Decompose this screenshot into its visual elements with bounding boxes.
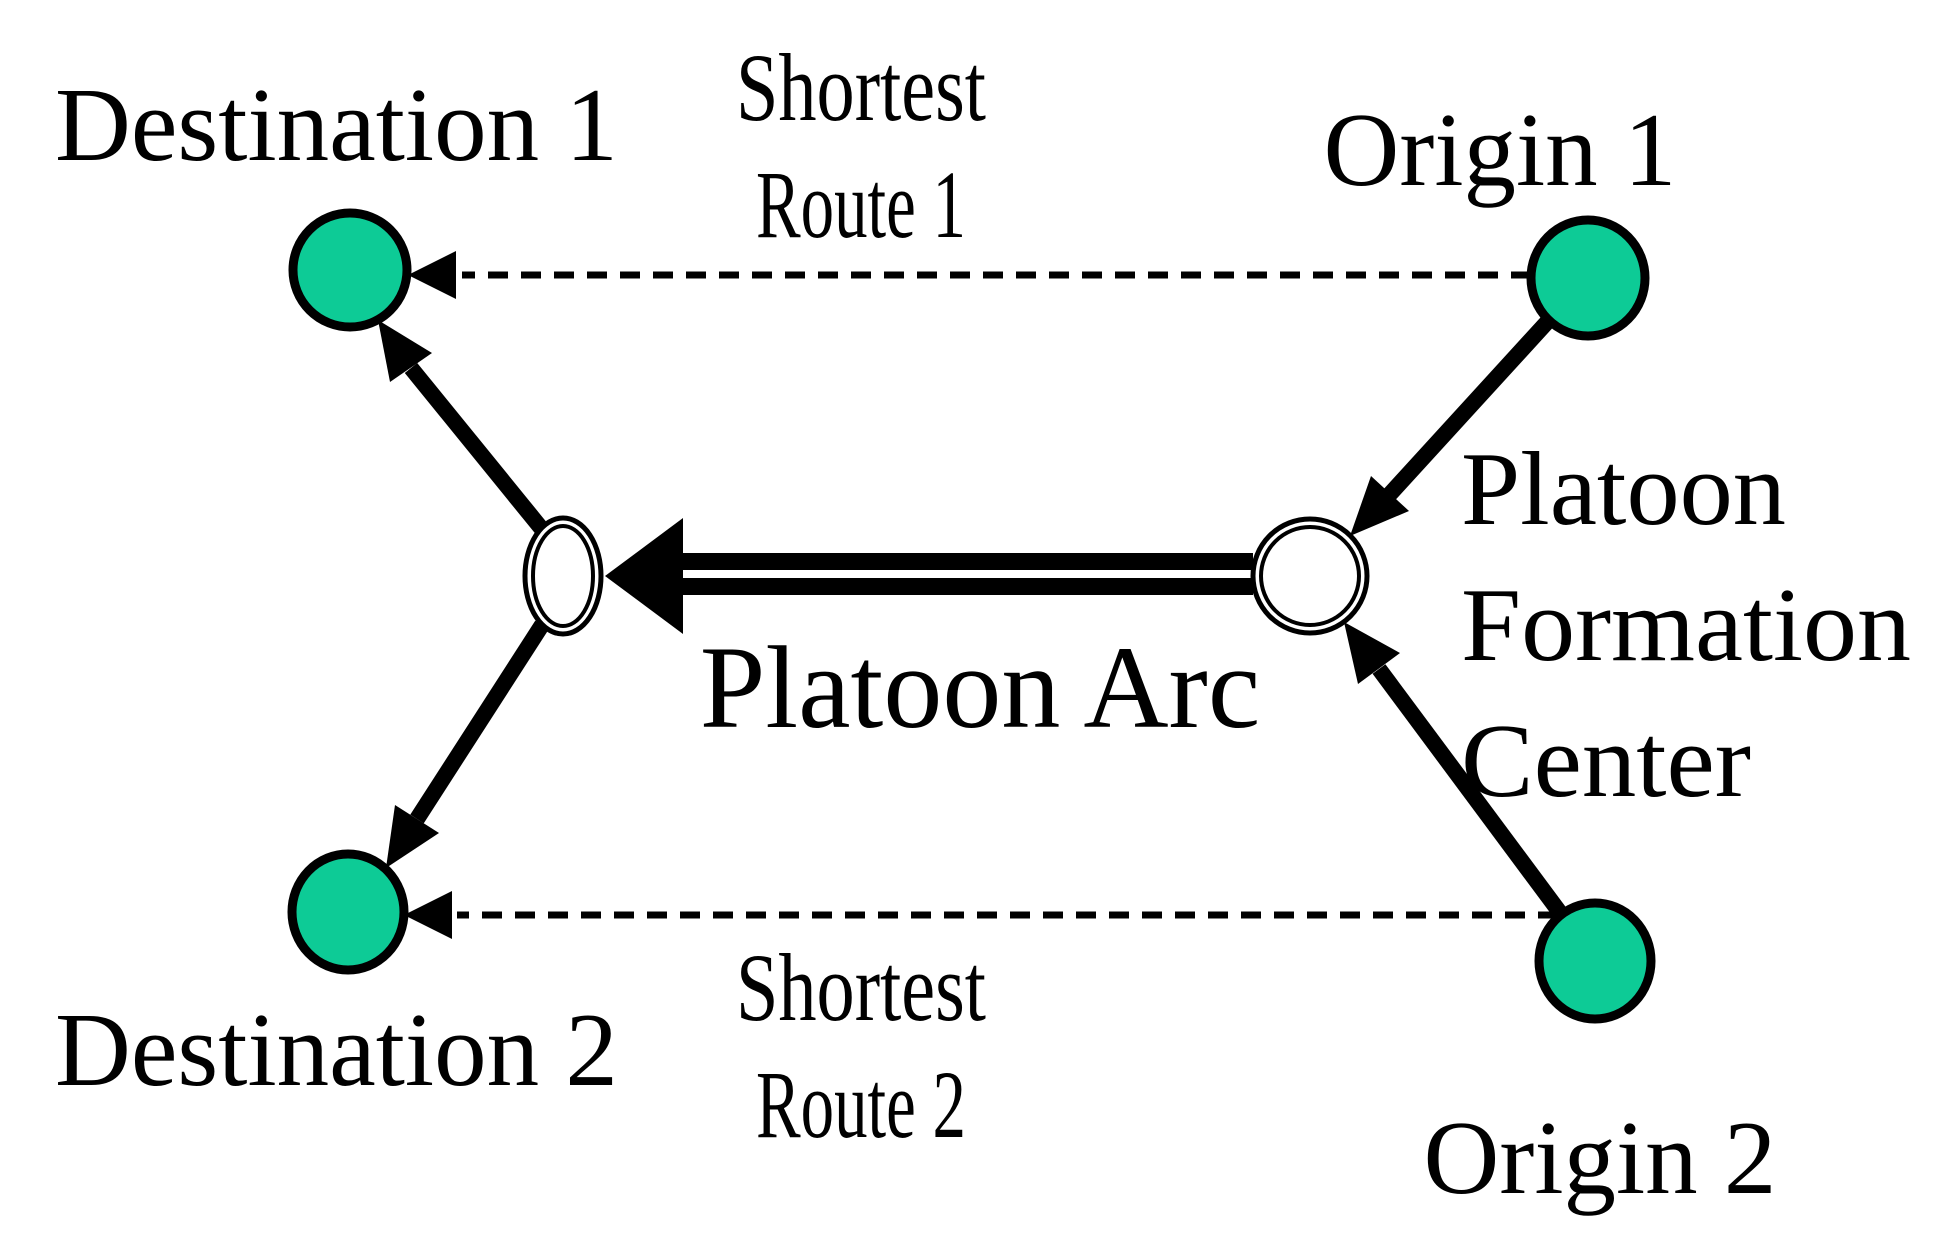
shortest-route-2-label-line1: Shortest (736, 934, 986, 1041)
origin-1-to-center-line (1384, 314, 1555, 500)
origin-1-node (1526, 215, 1650, 341)
platoon-formation-center-label-line1: Platoon (1461, 430, 1786, 547)
shortest-route-1-arrow (408, 251, 1531, 299)
origin-2-label: Origin 2 (1424, 1099, 1777, 1216)
origin-1-label: Origin 1 (1324, 91, 1677, 208)
split-to-destination-2-line (410, 620, 549, 824)
origin-2-to-center-arrowhead-icon (1344, 622, 1400, 684)
shortest-route-1-label: Shortest Route 1 (736, 34, 986, 258)
split-to-destination-1-arrow (378, 320, 548, 534)
shortest-route-2-arrow (404, 891, 1558, 939)
platoon-arc-arrowhead-icon (605, 518, 683, 634)
split-to-destination-2-arrowhead-icon (386, 805, 439, 868)
destination-1-label: Destination 1 (55, 66, 618, 183)
platoon-formation-center-label-line3: Center (1461, 702, 1751, 819)
origin-2-to-center-line (1372, 664, 1568, 919)
shortest-route-2-label: Shortest Route 2 (736, 934, 986, 1158)
split-to-destination-1-arrowhead-icon (378, 320, 432, 382)
platoon-split-node (522, 515, 604, 637)
shortest-route-1-label-line1: Shortest (736, 34, 986, 141)
destination-2-node (287, 849, 409, 975)
shortest-route-2-label-line2: Route 2 (756, 1051, 966, 1158)
platoon-split-node-outer-ring (522, 515, 604, 637)
platoon-arc-label: Platoon Arc (700, 622, 1260, 753)
origin-2-node (1534, 898, 1656, 1024)
destination-1-node (288, 208, 412, 332)
split-to-destination-1-line (404, 362, 548, 534)
platoon-formation-center-label: Platoon Formation Center (1461, 430, 1911, 819)
platoon-formation-center-node (1250, 516, 1370, 636)
origin-1-to-center-arrowhead-icon (1350, 476, 1409, 536)
platoon-split-node-inner-ring (531, 524, 595, 628)
destination-2-label: Destination 2 (55, 991, 618, 1108)
shortest-route-2-arrowhead-icon (404, 891, 452, 939)
shortest-route-1-arrowhead-icon (408, 251, 456, 299)
shortest-route-1-label-line2: Route 1 (756, 151, 966, 258)
split-to-destination-2-arrow (386, 620, 549, 868)
platoon-formation-center-label-line2: Formation (1461, 566, 1911, 683)
platoon-arc-shaft-top (676, 553, 1253, 570)
platoon-formation-center-inner-ring (1259, 525, 1361, 627)
platoon-formation-center-outer-ring (1250, 516, 1370, 636)
platoon-arc-arrow (605, 518, 1253, 634)
origin-1-to-center-arrow (1350, 314, 1555, 536)
platoon-arc-shaft-bottom (676, 578, 1253, 595)
origin-2-to-center-arrow (1344, 622, 1568, 919)
